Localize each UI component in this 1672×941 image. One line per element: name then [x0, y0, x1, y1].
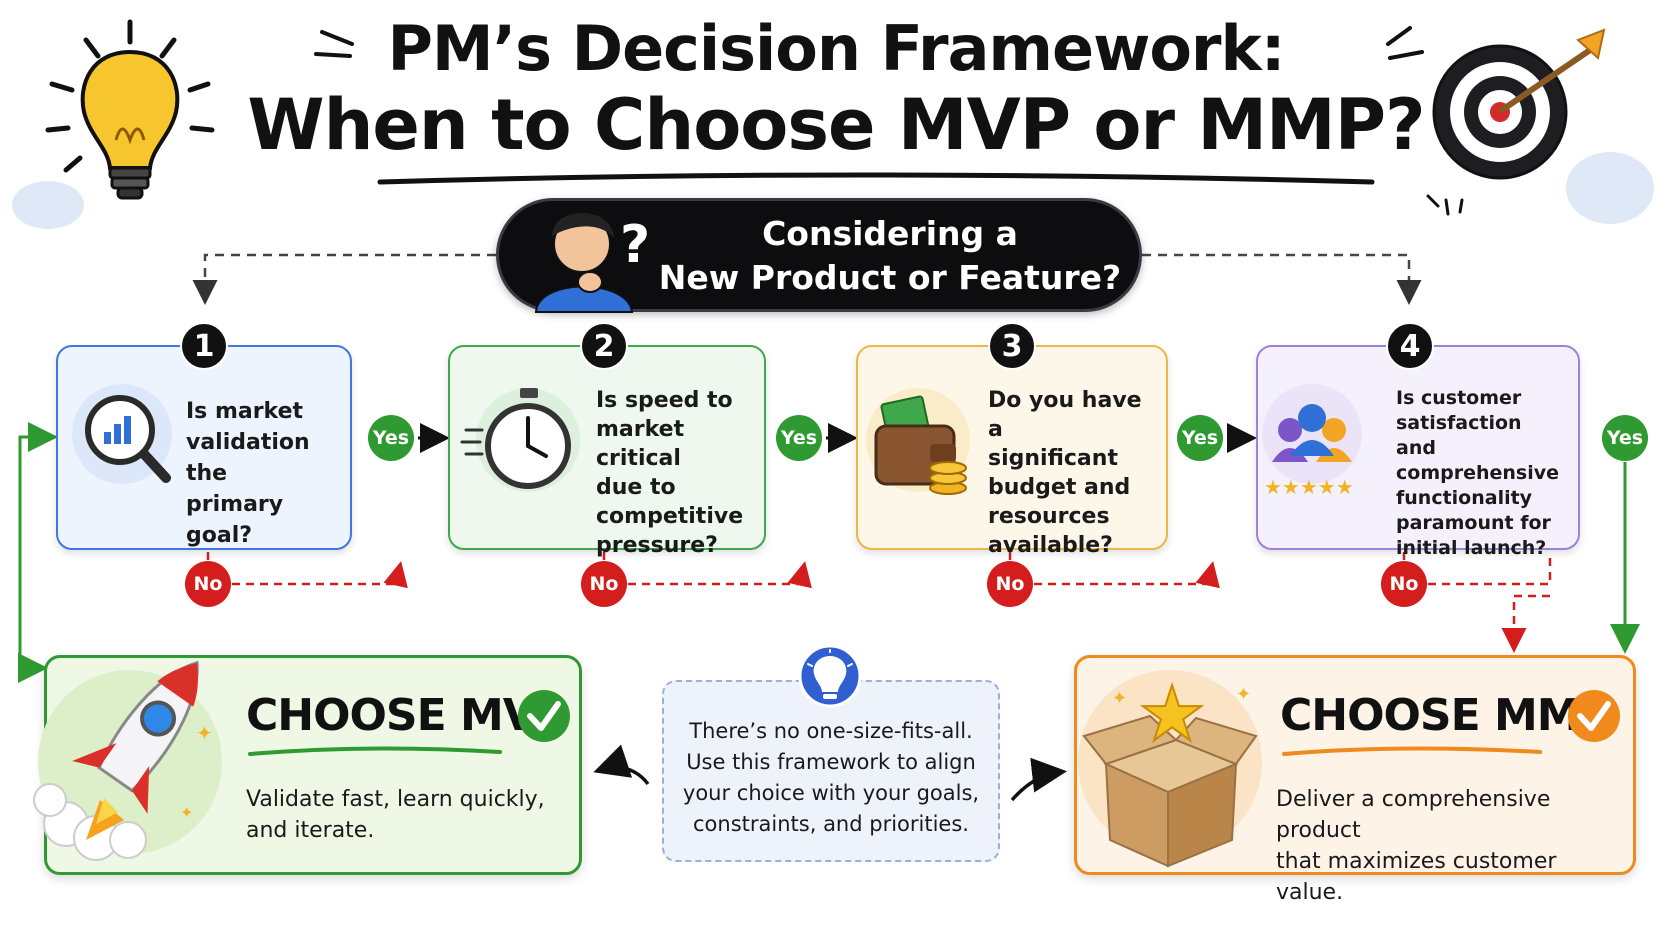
- note-line: There’s no one-size-fits-all.: [689, 719, 973, 743]
- step-1-number: 1: [180, 322, 228, 370]
- note-arrow-right: [1010, 757, 1067, 802]
- step-3-line: budget and: [988, 475, 1131, 500]
- note-line: your choice with your goals,: [682, 781, 980, 805]
- yes-badge-step2: Yes: [776, 415, 822, 461]
- yes-badge-step1: Yes: [368, 415, 414, 461]
- connector-no-4-to-mmp: [1501, 594, 1550, 653]
- title-spark-left: [314, 30, 354, 58]
- outcome-mmp-desc-line: that maximizes customer value.: [1276, 849, 1557, 905]
- step-2-number: 2: [580, 322, 628, 370]
- page-title-line1: PM’s Decision Framework:: [387, 12, 1285, 85]
- connector-no-3b: [1034, 561, 1220, 589]
- step-4-line: initial launch?: [1396, 537, 1547, 559]
- outcome-mvp-title: CHOOSE MVP: [246, 690, 568, 741]
- step-3-question: Do you have a significant budget and res…: [988, 386, 1164, 560]
- step-3-line: available?: [988, 533, 1113, 558]
- note-text: There’s no one-size-fits-all. Use this f…: [668, 716, 994, 840]
- step-2-line: due to: [596, 475, 676, 500]
- yes-badge-step4: Yes: [1602, 415, 1648, 461]
- connector-start-to-step4: [1142, 253, 1422, 305]
- connector-start-to-step1: [192, 253, 496, 305]
- step-4-line: Is customer: [1396, 387, 1522, 409]
- step-1-line: validation the: [186, 430, 310, 486]
- title-underline: [377, 172, 1375, 185]
- no-badge-step1: No: [185, 561, 231, 607]
- outcome-mvp-desc-line: and iterate.: [246, 818, 375, 843]
- step-2-question: Is speed to market critical due to compe…: [596, 386, 766, 560]
- step-4-line: satisfaction: [1396, 412, 1522, 434]
- start-line2: New Product or Feature?: [658, 258, 1122, 297]
- note-arrow-left: [593, 744, 650, 786]
- outcome-mvp-desc-line: Validate fast, learn quickly,: [246, 787, 545, 812]
- step-4-number: 4: [1386, 322, 1434, 370]
- lightbulb-icon: [45, 19, 215, 200]
- note-card: [662, 680, 1000, 862]
- step-4-line: and comprehensive: [1396, 437, 1560, 484]
- connector-no-1b: [232, 561, 408, 589]
- no-badge-step3: No: [987, 561, 1033, 607]
- step-1-question: Is market validation the primary goal?: [186, 396, 356, 551]
- step-4-line: functionality: [1396, 487, 1533, 509]
- connector-step1-to-mvp: [18, 435, 56, 683]
- yes-badge-step3: Yes: [1177, 415, 1223, 461]
- step-3-line: significant: [988, 446, 1118, 471]
- outcome-mmp-title: CHOOSE MMP: [1280, 690, 1612, 741]
- outcome-mmp-description: Deliver a comprehensive product that max…: [1276, 784, 1626, 908]
- connector-no-4b: [1428, 552, 1552, 586]
- target-arrow-icon: [1426, 28, 1606, 216]
- step-4-question: Is customer satisfaction and comprehensi…: [1396, 386, 1580, 561]
- step-3-number: 3: [988, 322, 1036, 370]
- step-2-line: market critical: [596, 417, 685, 471]
- start-node-text: Considering a New Product or Feature?: [650, 212, 1130, 300]
- note-line: Use this framework to align: [686, 750, 976, 774]
- no-badge-step4: No: [1381, 561, 1427, 607]
- start-line1: Considering a: [762, 214, 1018, 253]
- outcome-mvp-description: Validate fast, learn quickly, and iterat…: [246, 784, 566, 846]
- step-2-line: pressure?: [596, 533, 718, 558]
- note-line: constraints, and priorities.: [693, 812, 969, 836]
- step-3-line: Do you have a: [988, 388, 1142, 442]
- step-1-line: primary goal?: [186, 492, 284, 548]
- decor-blob-right: [1566, 152, 1654, 224]
- step-3-line: resources: [988, 504, 1110, 529]
- connector-no-2b: [628, 561, 812, 589]
- step-1-line: Is market: [186, 399, 304, 424]
- decor-blob-left: [12, 181, 84, 229]
- title-spark-right: [1386, 26, 1424, 60]
- step-2-line: competitive: [596, 504, 744, 529]
- outcome-mmp-desc-line: Deliver a comprehensive product: [1276, 787, 1551, 843]
- no-badge-step2: No: [581, 561, 627, 607]
- step-2-line: Is speed to: [596, 388, 733, 413]
- page-title-line2: When to Choose MVP or MMP?: [247, 84, 1425, 166]
- step-4-line: paramount for: [1396, 512, 1551, 534]
